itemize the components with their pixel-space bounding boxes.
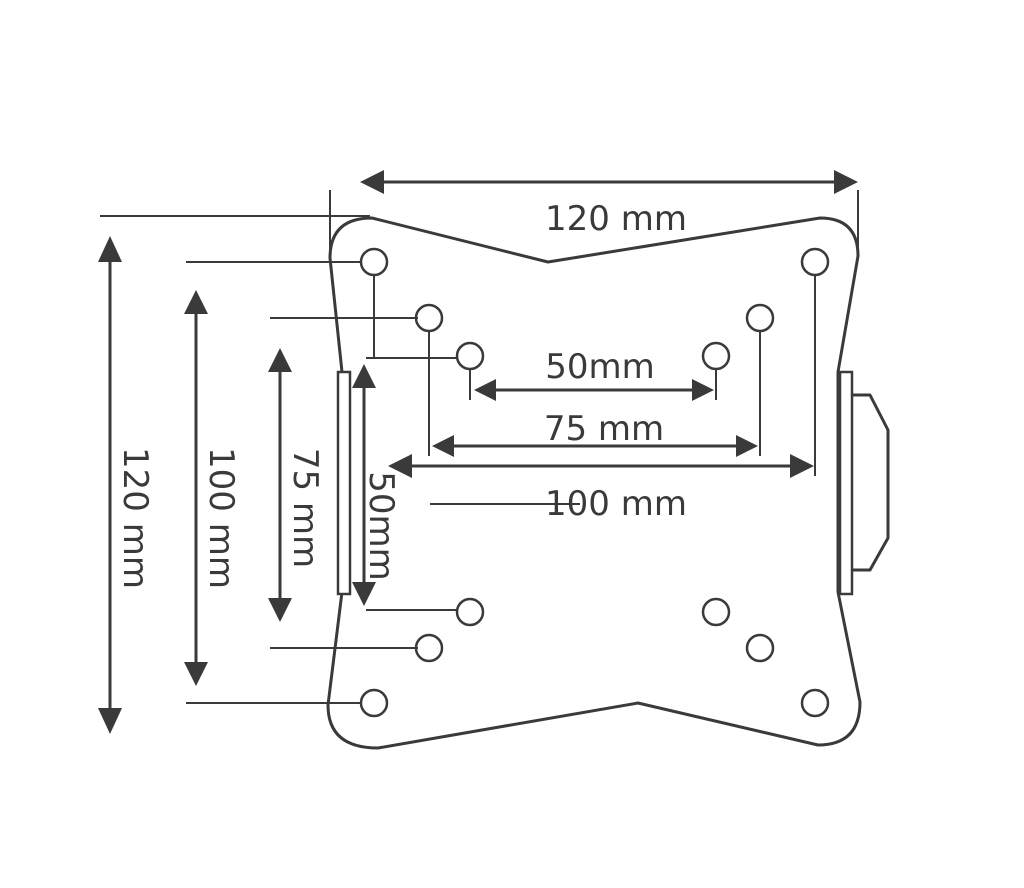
- hole-120-top-right: [800, 247, 830, 277]
- hole-100-bottom-right: [745, 633, 775, 663]
- right-side-rail: [838, 370, 854, 596]
- hole-120-top-left: [359, 247, 389, 277]
- hole-50-bottom-right: [701, 597, 731, 627]
- side-bracket-tab: [848, 393, 890, 572]
- label-75-horizontal: 75 mm: [544, 409, 664, 449]
- hole-50-top-right: [701, 341, 731, 371]
- label-top-width: 120 mm: [545, 199, 687, 239]
- mounting-holes: [359, 247, 830, 718]
- mount-plate-outline: [326, 216, 862, 750]
- label-50-horizontal: 50mm: [545, 347, 655, 387]
- hole-100-bottom-left: [414, 633, 444, 663]
- label-50-vertical: 50mm: [361, 471, 401, 581]
- hole-120-bottom-left: [359, 688, 389, 718]
- label-75-vertical: 75 mm: [285, 448, 325, 568]
- label-100-horizontal: 100 mm: [545, 484, 687, 524]
- hole-100-top-right: [745, 303, 775, 333]
- hole-100-top-left: [414, 303, 444, 333]
- label-100-vertical: 100 mm: [201, 447, 241, 589]
- hole-50-top-left: [455, 341, 485, 371]
- hole-120-bottom-right: [800, 688, 830, 718]
- hole-50-bottom-left: [455, 597, 485, 627]
- left-side-rail: [336, 370, 352, 596]
- label-120-vertical: 120 mm: [115, 447, 155, 589]
